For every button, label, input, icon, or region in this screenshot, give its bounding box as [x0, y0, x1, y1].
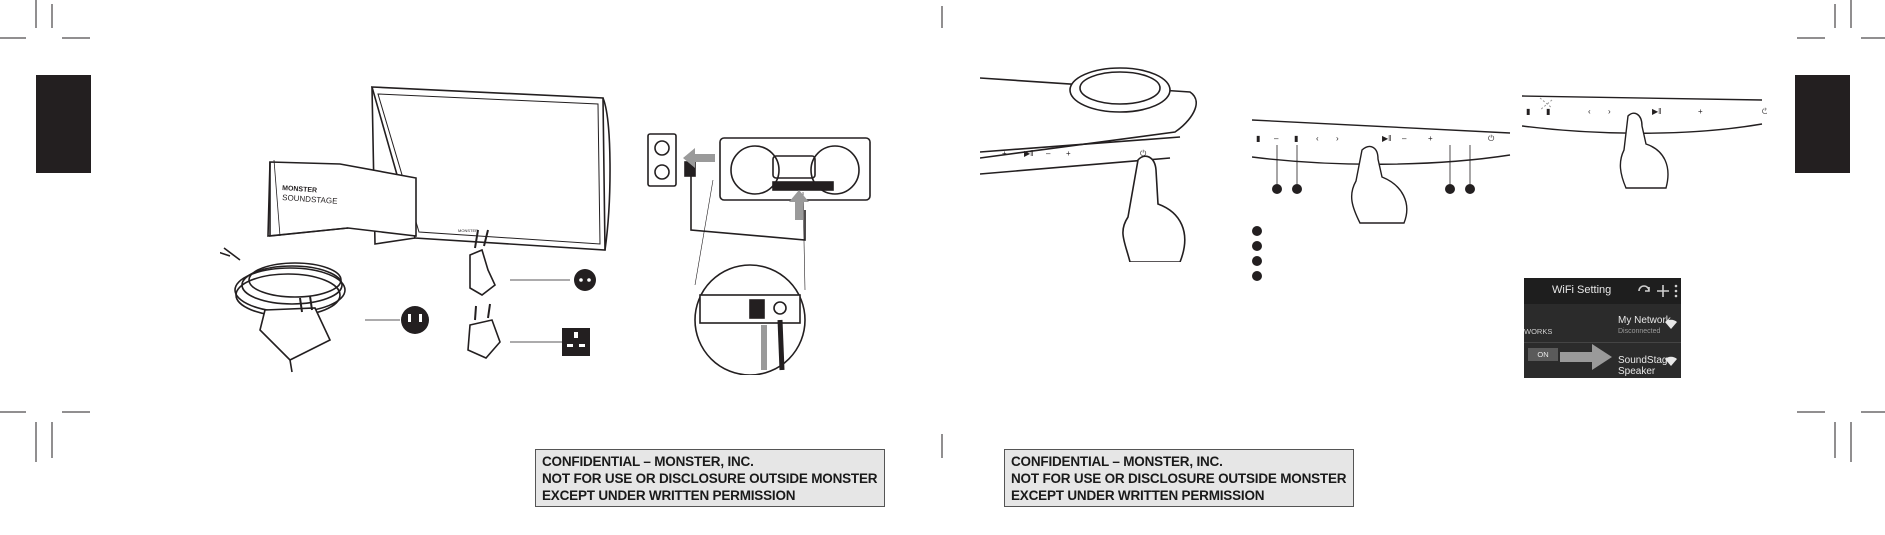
networks-label: WORKS — [1524, 327, 1553, 336]
power-button-press-illustration: + ▶‖ – + ⏻ — [980, 67, 1197, 262]
svg-text:▮: ▮ — [1256, 134, 1260, 143]
speaker-brand-text: MONSTER — [458, 228, 478, 233]
network-1-status: Disconnected — [1618, 328, 1661, 335]
arrow-right-icon — [1560, 344, 1612, 370]
left-page-tab — [36, 75, 91, 173]
booklet-product-text: SOUNDSTAGE — [282, 193, 338, 206]
svg-text:›: › — [1608, 107, 1611, 116]
svg-text:▶‖: ▶‖ — [1024, 149, 1033, 158]
us-outlet-icon — [401, 306, 429, 334]
notice-line-3: EXCEPT UNDER WRITTEN PERMISSION — [1011, 488, 1265, 503]
wifi-signal-icon-2 — [1665, 356, 1677, 366]
svg-text:▶‖: ▶‖ — [1652, 107, 1661, 116]
refresh-icon[interactable] — [1636, 283, 1652, 299]
preset-buttons-illustration: ▮ – ▮ ‹ › ▶‖ – + ⏻ — [1252, 119, 1511, 224]
wifi-screen-title: WiFi Setting — [1552, 284, 1612, 296]
box-contents-illustration: MONSTER SOUNDSTAGE MONSTER — [220, 86, 611, 373]
wifi-screen-header — [1524, 278, 1681, 304]
notice-line-1: CONFIDENTIAL – MONSTER, INC. — [1011, 454, 1223, 469]
notice-line-3: EXCEPT UNDER WRITTEN PERMISSION — [542, 488, 796, 503]
wifi-signal-icon-1 — [1665, 319, 1677, 329]
svg-text:▶‖: ▶‖ — [1382, 134, 1391, 143]
svg-text:▮: ▮ — [1526, 107, 1530, 116]
svg-text:⏻: ⏻ — [1762, 107, 1767, 116]
arrow-up-icon — [789, 190, 809, 220]
svg-text:⏻: ⏻ — [1488, 134, 1495, 143]
network-2-name[interactable]: SoundStage Speaker — [1618, 355, 1674, 377]
svg-text:+: + — [1002, 149, 1007, 158]
svg-text:–: – — [1402, 134, 1407, 143]
svg-text:▮: ▮ — [1294, 134, 1298, 143]
svg-text:+: + — [1698, 107, 1703, 116]
power-icon: ⏻ — [1140, 149, 1147, 158]
confidential-notice-left: CONFIDENTIAL – MONSTER, INC. NOT FOR USE… — [535, 449, 885, 507]
divider — [1524, 342, 1681, 343]
callout-2 — [1292, 184, 1302, 194]
hand-pointer — [1122, 155, 1186, 262]
wall-outlet — [647, 133, 677, 187]
callout-4 — [1465, 184, 1475, 194]
eu-outlet-icon — [574, 269, 596, 291]
legend-bullet-4 — [1252, 271, 1262, 281]
svg-text:‹: ‹ — [1316, 134, 1319, 143]
legend-bullet-1 — [1252, 226, 1262, 236]
confidential-notice-right: CONFIDENTIAL – MONSTER, INC. NOT FOR USE… — [1004, 449, 1354, 507]
notice-line-2: NOT FOR USE OR DISCLOSURE OUTSIDE MONSTE… — [542, 471, 878, 486]
network-1-name[interactable]: My Network — [1618, 315, 1671, 326]
hand-pointer-3 — [1619, 112, 1669, 189]
power-connection-illustration — [647, 133, 871, 375]
notice-line-2: NOT FOR USE OR DISCLOSURE OUTSIDE MONSTE… — [1011, 471, 1347, 486]
arrow-left-icon — [683, 148, 715, 168]
legend-bullet-2 — [1252, 241, 1262, 251]
callout-1 — [1272, 184, 1282, 194]
wifi-button-illustration: ▮ ▮ ‹ › ▶‖ + ⏻ — [1522, 95, 1767, 189]
right-page-tab — [1795, 75, 1850, 173]
callout-3 — [1445, 184, 1455, 194]
svg-text:–: – — [1274, 134, 1279, 143]
svg-text:‹: ‹ — [1588, 107, 1591, 116]
wifi-settings-screen: WiFi Setting WORKS ON My Network Disconn… — [1524, 278, 1681, 378]
legend-bullet-3 — [1252, 256, 1262, 266]
wifi-toggle[interactable]: ON — [1528, 348, 1558, 361]
overflow-menu-icon[interactable] — [1672, 283, 1680, 299]
svg-text:+: + — [1066, 149, 1071, 158]
svg-text:–: – — [1046, 149, 1051, 158]
hand-pointer-2 — [1350, 145, 1408, 224]
svg-text:›: › — [1336, 134, 1339, 143]
booklet-brand-text: MONSTER — [282, 185, 317, 194]
svg-text:+: + — [1428, 134, 1433, 143]
svg-text:▮: ▮ — [1546, 107, 1550, 116]
add-network-icon[interactable] — [1655, 283, 1671, 299]
notice-line-1: CONFIDENTIAL – MONSTER, INC. — [542, 454, 754, 469]
